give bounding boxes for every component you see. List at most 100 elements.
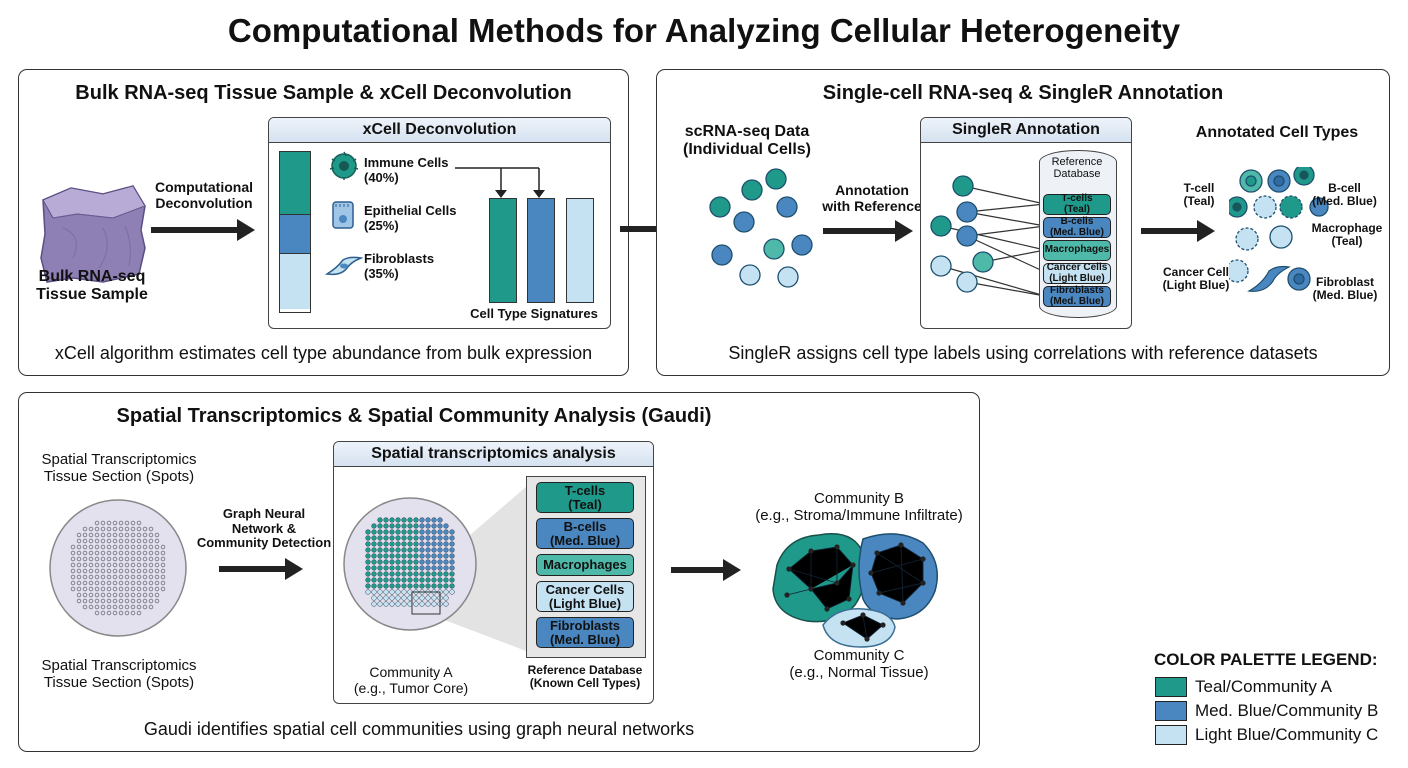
legend-title: COLOR PALETTE LEGEND: — [1154, 650, 1378, 669]
ref-entry-tcells-name: T-cells — [1061, 193, 1093, 204]
annot-tcell-color: (Teal) — [1183, 194, 1215, 209]
tissue-label-line1: Bulk RNA-seq — [38, 268, 146, 285]
proportion-stacked-bar — [279, 151, 311, 313]
community-c-label: Community C — [813, 647, 905, 664]
legend-label-teal: Teal/Community A — [1195, 677, 1332, 696]
epithelial-cell-icon — [332, 201, 354, 229]
singler-box-title: SingleR Annotation — [921, 118, 1131, 143]
panel-singler-title: Single-cell RNA-seq & SingleR Annotation — [822, 82, 1224, 104]
stack-epithelial-segment — [280, 214, 310, 255]
spatial-ref-tcells-name: T-cells — [564, 482, 606, 498]
epithelial-cells-pct: (25%) — [364, 217, 399, 233]
annot-cancer-color: (Light Blue) — [1162, 278, 1230, 293]
spatial-ref-tcells-color: (Teal) — [568, 496, 602, 512]
spatial-ref-bcells-color: (Med. Blue) — [549, 532, 621, 548]
legend-label-lightblue: Light Blue/Community C — [1195, 725, 1379, 744]
section-label-bottom-1: Spatial Transcriptomics — [41, 657, 197, 674]
annot-fibroblast-color: (Med. Blue) — [1312, 288, 1378, 303]
ref-entry-bcells: B-cells (Med. Blue) — [1043, 216, 1111, 238]
annot-bcell-color: (Med. Blue) — [1312, 194, 1377, 209]
panel-singler-caption: SingleR assigns cell type labels using c… — [728, 343, 1318, 363]
fibroblasts-label: Fibroblasts — [364, 251, 435, 266]
ref-entry-macrophages-name: Macrophages — [1044, 244, 1110, 256]
gnn-arrow-label-2: Network & — [231, 520, 297, 536]
annot-cancer-name: Cancer Cell — [1162, 265, 1230, 279]
gnn-arrow-label-1: Graph Neural — [222, 506, 306, 521]
spatial-ref-db-desc: (Known Cell Types) — [529, 676, 641, 691]
ref-entry-macrophages: Macrophages — [1043, 240, 1111, 261]
spatial-ref-macrophages-name: Macrophages — [543, 557, 627, 573]
section-label-bottom-2: Tissue Section (Spots) — [43, 674, 195, 692]
ref-entry-bcells-name: B-cells — [1060, 216, 1094, 227]
xcell-box-title: xCell Deconvolution — [269, 118, 610, 143]
community-arrow — [671, 559, 741, 581]
spatial-ref-fibroblasts: Fibroblasts (Med. Blue) — [536, 617, 634, 648]
cell-type-signatures-label: Cell Type Signatures — [470, 306, 598, 321]
panel-gaudi: Spatial Transcriptomics & Spatial Commun… — [18, 392, 980, 752]
xcell-deconvolution-box: xCell Deconvolution Immune Cells (40%) E… — [268, 117, 611, 329]
panel-xcell-caption: xCell algorithm estimates cell type abun… — [54, 343, 593, 363]
ref-entry-bcells-color: (Med. Blue) — [1050, 226, 1104, 238]
community-a-desc: (e.g., Tumor Core) — [353, 680, 469, 697]
spatial-ref-db-label: Reference Database — [527, 663, 643, 677]
annotated-arrow — [1141, 220, 1215, 242]
immune-cells-pct: (40%) — [364, 169, 399, 185]
signature-connector — [455, 167, 545, 198]
ref-entry-cancer-name: Cancer Cells — [1046, 262, 1108, 273]
panel-gaudi-title: Spatial Transcriptomics & Spatial Commun… — [116, 405, 712, 427]
section-label-top-2: Tissue Section (Spots) — [43, 468, 195, 486]
stack-fibroblast-segment — [280, 254, 310, 309]
page-title: Computational Methods for Analyzing Cell… — [227, 12, 1181, 49]
signature-bar-teal — [489, 198, 517, 303]
fibroblasts-pct: (35%) — [364, 265, 399, 281]
scrna-label-1: scRNA-seq Data — [684, 123, 810, 140]
stack-immune-segment — [280, 152, 310, 215]
legend-swatch-lightblue — [1155, 725, 1187, 745]
ref-entry-fibroblasts: Fibroblasts (Med. Blue) — [1043, 285, 1111, 307]
community-b-desc: (e.g., Stroma/Immune Infiltrate) — [755, 507, 963, 525]
scrna-cells-scatter — [709, 168, 813, 288]
tissue-block-icon — [40, 185, 146, 283]
spatial-ref-fibroblasts-color: (Med. Blue) — [549, 631, 621, 647]
singler-annotation-box: SingleR Annotation — [920, 117, 1132, 329]
gnn-arrow — [219, 558, 303, 580]
immune-cells-label: Immune Cells — [364, 155, 449, 170]
spatial-ref-bcells: B-cells (Med. Blue) — [536, 518, 634, 549]
ref-db-label-1: Reference — [1051, 156, 1103, 168]
singler-mapping-lines — [930, 175, 1046, 297]
deconvolution-arrow — [151, 219, 255, 241]
spatial-analysis-box: Spatial transcriptomics analysis T-cells… — [333, 441, 654, 704]
spatial-zoom-diagram — [343, 480, 534, 654]
ref-entry-cancer: Cancer Cells (Light Blue) — [1043, 262, 1111, 284]
signature-bar-lightblue — [566, 198, 594, 303]
ref-entry-fibroblasts-name: Fibroblasts — [1050, 285, 1104, 296]
signature-bar-medblue — [527, 198, 555, 303]
panel-xcell-title: Bulk RNA-seq Tissue Sample & xCell Decon… — [75, 82, 572, 104]
panel-xcell: Bulk RNA-seq Tissue Sample & xCell Decon… — [18, 69, 629, 376]
spatial-analysis-title: Spatial transcriptomics analysis — [334, 442, 653, 467]
ref-entry-cancer-color: (Light Blue) — [1049, 272, 1105, 284]
tissue-section-spots — [49, 499, 187, 637]
annot-macrophage-color: (Teal) — [1331, 234, 1363, 249]
spatial-ref-cancer: Cancer Cells (Light Blue) — [536, 581, 634, 612]
legend-label-medblue: Med. Blue/Community B — [1195, 701, 1379, 720]
spatial-ref-fibroblasts-name: Fibroblasts — [549, 617, 621, 633]
annotation-arrow-label-2: with Reference — [822, 197, 922, 214]
section-label-top-1: Spatial Transcriptomics — [41, 451, 197, 468]
legend-swatch-medblue — [1155, 701, 1187, 721]
community-b-label: Community B — [813, 490, 905, 507]
community-c-desc: (e.g., Normal Tissue) — [789, 664, 929, 682]
annot-tcell-name: T-cell — [1183, 181, 1215, 195]
ref-entry-fibroblasts-color: (Med. Blue) — [1050, 295, 1104, 307]
scrna-label-2: (Individual Cells) — [682, 140, 811, 158]
annotated-cells-cluster — [1229, 167, 1329, 292]
spatial-ref-macrophages: Macrophages — [536, 554, 634, 576]
gnn-arrow-label-3: Community Detection — [196, 535, 332, 551]
spatial-ref-bcells-name: B-cells — [563, 518, 607, 534]
annot-bcell-name: B-cell — [1328, 181, 1361, 195]
spatial-ref-cancer-color: (Light Blue) — [548, 595, 622, 611]
community-network-graph — [772, 533, 938, 648]
panel-singler: Single-cell RNA-seq & SingleR Annotation… — [656, 69, 1390, 376]
deconv-arrow-label-2: Deconvolution — [155, 194, 253, 211]
annotation-arrow-label-1: Annotation — [835, 182, 909, 198]
